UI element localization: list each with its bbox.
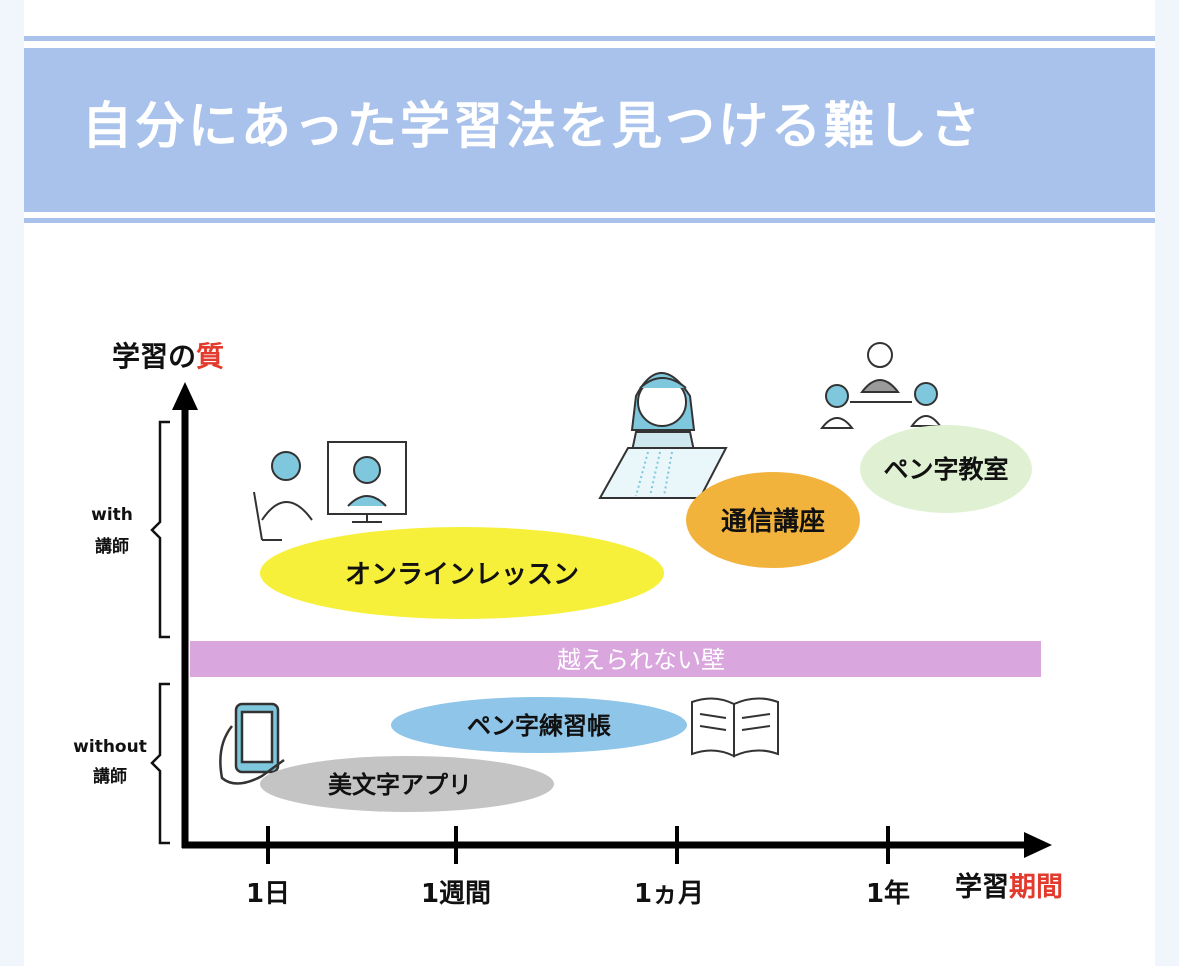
title-banner: 自分にあった学習法を見つける難しさ <box>24 36 1155 224</box>
classroom-illustration <box>819 342 942 429</box>
x-axis-label-highlight: 期間 <box>1009 872 1063 903</box>
x-tick-label: 1日 <box>246 879 290 909</box>
x-axis-label-prefix: 学習 <box>955 871 1009 903</box>
insurmountable-wall-band <box>190 641 1041 677</box>
without-teacher-bracket <box>150 682 170 845</box>
method-calligraphy-app <box>260 756 554 812</box>
y-axis-label-highlight: 質 <box>196 340 224 373</box>
x-tick-label: 1週間 <box>421 879 491 909</box>
x-tick-label: 1年 <box>866 878 910 909</box>
open-book-illustration <box>691 697 779 758</box>
page-title: 自分にあった学習法を見つける難しさ <box>82 97 983 155</box>
group-label-line2: 講師 <box>93 766 127 787</box>
y-axis-label: 学習の質 <box>112 340 224 373</box>
method-label: ペン字教室 <box>883 455 1008 484</box>
y-axis-label-prefix: 学習の <box>112 340 196 373</box>
banner-body <box>24 48 1155 212</box>
wall-label: 越えられない壁 <box>557 646 725 674</box>
method-correspondence-course <box>686 472 860 568</box>
x-axis-label: 学習期間 <box>955 871 1063 903</box>
group-label-line2: 講師 <box>95 536 129 557</box>
correspondence-course-illustration <box>598 372 728 499</box>
with-teacher-bracket <box>150 420 170 639</box>
smartphone-illustration <box>219 702 285 785</box>
x-tick-label: 1ヵ月 <box>634 879 704 909</box>
method-pen-writing-class <box>860 425 1032 513</box>
banner-bottom-rule <box>24 218 1155 223</box>
group-label-line1: without <box>73 737 147 757</box>
y-axis-arrowhead <box>172 382 198 410</box>
online-lesson-illustration <box>253 441 407 541</box>
method-label: ペン字練習帳 <box>467 712 611 740</box>
method-label: オンラインレッスン <box>345 560 579 590</box>
group-label-line1: with <box>91 505 133 525</box>
method-label: 美文字アプリ <box>328 771 472 799</box>
method-label: 通信講座 <box>721 506 825 537</box>
method-online-lesson <box>260 527 664 619</box>
banner-top-rule <box>24 36 1155 41</box>
x-axis-arrowhead <box>1024 832 1052 858</box>
method-practice-workbook <box>391 697 687 753</box>
